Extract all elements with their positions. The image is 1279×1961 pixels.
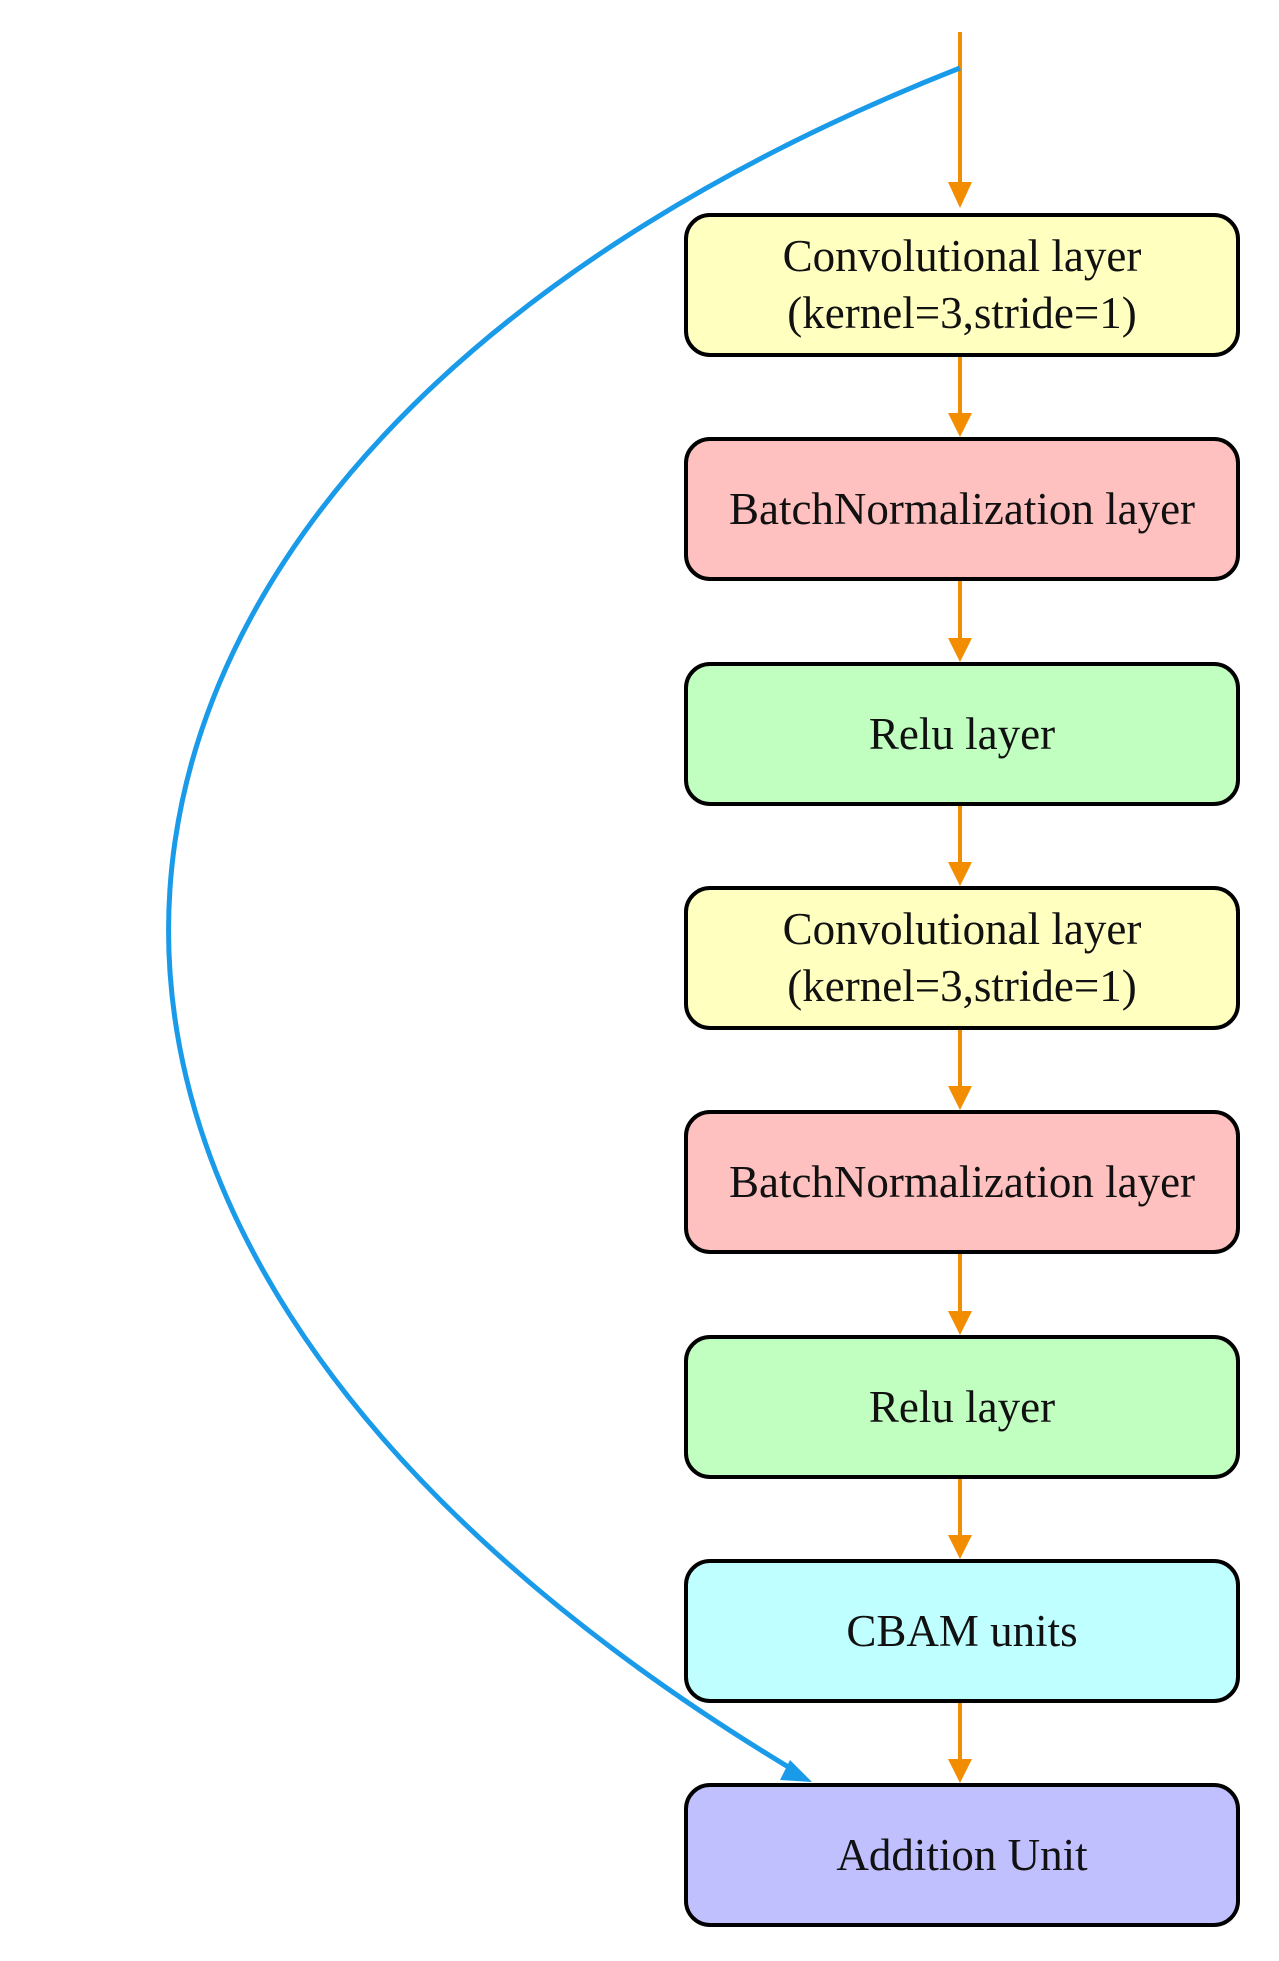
input-arrow-head — [948, 182, 972, 208]
block-label: Relu layer — [868, 1381, 1056, 1432]
block-sublabel: (kernel=3,stride=1) — [787, 961, 1137, 1011]
block-cbam-units: CBAM units — [684, 1559, 1240, 1703]
block-relu-layer-2: Relu layer — [684, 1335, 1240, 1479]
block-label: Relu layer — [868, 708, 1056, 759]
block-conv-layer-1: Convolutional layer (kernel=3,stride=1) — [684, 213, 1240, 357]
block-label: Addition Unit — [836, 1829, 1088, 1880]
flow-arrow-head — [948, 413, 972, 437]
flow-arrow-head — [948, 1086, 972, 1110]
block-conv-layer-2: Convolutional layer (kernel=3,stride=1) — [684, 886, 1240, 1030]
flow-arrow-head — [948, 1759, 972, 1783]
skip-connection-curve — [166, 65, 961, 1777]
block-label: BatchNormalization layer — [728, 1156, 1196, 1207]
flow-arrow-head — [948, 1311, 972, 1335]
block-label: CBAM units — [846, 1605, 1078, 1656]
skip-connection-arrow-head — [780, 1760, 812, 1782]
block-label: BatchNormalization layer — [728, 483, 1196, 534]
flow-arrows — [948, 357, 972, 1783]
block-batchnorm-layer-1: BatchNormalization layer — [684, 437, 1240, 581]
block-label: Convolutional layer — [782, 904, 1142, 954]
flow-arrow-head — [948, 638, 972, 662]
flow-arrow-head — [948, 1535, 972, 1559]
flow-arrow-head — [948, 862, 972, 886]
block-label: Convolutional layer — [782, 231, 1142, 281]
block-sublabel: (kernel=3,stride=1) — [787, 288, 1137, 338]
block-addition-unit: Addition Unit — [684, 1783, 1240, 1927]
block-batchnorm-layer-2: BatchNormalization layer — [684, 1110, 1240, 1254]
block-relu-layer-1: Relu layer — [684, 662, 1240, 806]
